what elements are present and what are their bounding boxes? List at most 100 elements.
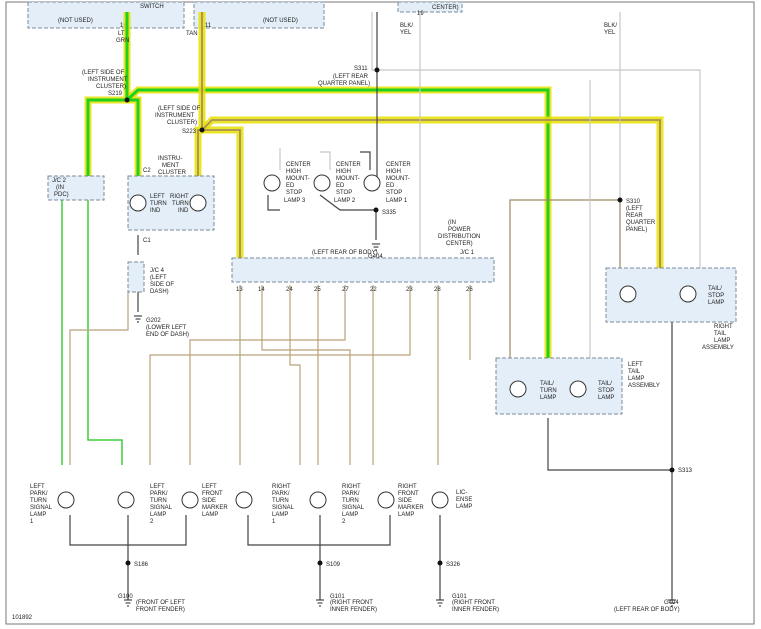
jc4-label3: SIDE OF <box>150 282 174 288</box>
ground-g404-icon <box>668 599 676 607</box>
s313-label: S313 <box>678 468 693 474</box>
lamp_r_park2-line-0: RIGHT <box>342 484 361 490</box>
jc2-box <box>47 175 105 201</box>
chmsl1-line-2: MOUNT- <box>386 176 410 182</box>
g101a-desc1: (RIGHT FRONT <box>330 600 373 606</box>
cluster-label2: MENT <box>162 163 179 169</box>
jc4-label1: J/C 4 <box>150 268 165 274</box>
cluster-label1: INSTRU- <box>158 156 182 162</box>
right-park-turn-1-lamp-icon <box>235 491 253 509</box>
chmsl3-line-3: ED <box>286 183 295 189</box>
g101b-label: G101 <box>452 594 467 600</box>
jc1-pin-23: 23 <box>406 287 413 293</box>
splice-s223 <box>199 127 205 133</box>
not-used-box <box>193 1 325 29</box>
lamp_r_side-line-1: FRONT <box>398 491 419 497</box>
ground-g100-icon <box>124 599 132 607</box>
splice-s335 <box>373 207 379 213</box>
rt-tail-lamp-a-icon <box>619 285 637 303</box>
right-front-side-marker-lamp-icon <box>377 491 395 509</box>
lt-tail-turn-2: TURN <box>540 388 557 394</box>
lt-tail-stop-1: TAIL/ <box>598 381 612 387</box>
switch-label: SWITCH <box>140 4 164 10</box>
jc1-label3: DISTRIBUTION <box>438 234 480 240</box>
s223-desc2: INSTRUMENT <box>155 113 195 119</box>
wire-chmsl2 <box>320 151 331 170</box>
splice-s219 <box>124 97 130 103</box>
lamp_lic-line-2: LAMP <box>456 504 472 510</box>
splice-s186 <box>125 560 131 566</box>
g100-desc2: FRONT FENDER) <box>136 607 185 613</box>
lt-tail-turn-1: TAIL/ <box>540 381 554 387</box>
jc1-pin-14: 14 <box>258 287 265 293</box>
right-turn-label3: IND <box>178 208 189 214</box>
wire-jc1-24 <box>289 285 301 465</box>
jc4-label4: DASH) <box>150 289 169 295</box>
lamp_l_park2-line-1: PARK/ <box>150 491 168 497</box>
wire-yel-19-label: YEL <box>400 30 412 36</box>
jc4-box <box>127 261 145 293</box>
jc1-pin-27: 27 <box>342 287 349 293</box>
rt-tail-asm-4: ASSEMBLY <box>702 345 734 351</box>
jc4-label2: (LEFT <box>150 275 167 281</box>
left-park-turn-1-lamp-icon <box>57 491 75 509</box>
lamp_r_park-line-4: LAMP <box>272 512 288 518</box>
rt-tail-asm-1: RIGHT <box>714 324 733 330</box>
chmsl-lamp3-icon <box>263 174 281 192</box>
s311-desc1: (LEFT REAR <box>333 74 369 80</box>
right-park-turn-2-lamp-icon <box>309 491 327 509</box>
s310-desc3: QUARTER <box>626 220 656 226</box>
jc1-pin-13: 13 <box>236 287 243 293</box>
jc1-label4: CENTER) <box>446 241 473 247</box>
license-lamp-icon <box>431 491 449 509</box>
lt-tail-turn-3: LAMP <box>540 395 556 401</box>
lamp_r_park2-line-4: LAMP <box>342 512 358 518</box>
highlight-green-path <box>84 12 552 368</box>
not-used-2: (NOT USED) <box>263 18 298 24</box>
s219-label: S219 <box>108 91 123 97</box>
left-turn-label2: TURN <box>150 201 167 207</box>
wire-blk-yel-jc4 <box>69 292 129 465</box>
lamp_r_park2-line-3: SIGNAL <box>342 505 365 511</box>
s219-desc3: CLUSTER) <box>96 84 126 90</box>
left-turn-ind-lamp-icon <box>129 194 147 212</box>
lt-tail-stop-2: STOP <box>598 388 614 394</box>
chmsl2-line-2: MOUNT- <box>336 176 360 182</box>
lamp_l_park-line-0: LEFT <box>30 484 45 490</box>
wire-yel-r-label: YEL <box>604 30 616 36</box>
wire-gnd-rear <box>547 418 673 600</box>
pin-11: 11 <box>205 23 212 29</box>
chmsl3-line-0: CENTER <box>286 162 311 168</box>
g101a-desc2: INNER FENDER) <box>330 607 377 613</box>
chmsl2-line-4: STOP <box>336 190 352 196</box>
jc1-label1: (IN <box>448 220 456 226</box>
lt-tail-asm-3: LAMP <box>628 376 644 382</box>
wire-gnd-right <box>247 515 391 546</box>
chmsl-lamp1-icon <box>363 174 381 192</box>
lamp_r_park-line-1: PARK/ <box>272 491 290 497</box>
lamp_l_side-line-2: SIDE <box>202 498 216 504</box>
lt-tail-asm-2: TAIL <box>628 369 641 375</box>
left-front-side-marker-lamp-icon <box>181 491 199 509</box>
chmsl3-line-2: MOUNT- <box>286 176 310 182</box>
lamp_r_park-line-5: 1 <box>272 519 276 525</box>
wire-tan-top-label: TAN <box>186 31 198 37</box>
lamp_lic-line-1: ENSE <box>456 497 472 503</box>
lamp_l_park2-line-0: LEFT <box>150 484 165 490</box>
chmsl2-line-1: HIGH <box>336 169 351 175</box>
wire-chmsl3-gnd <box>267 195 280 211</box>
wire-jc1-27 <box>189 285 346 465</box>
g101a-label: G101 <box>330 594 345 600</box>
jc1-box <box>231 257 495 283</box>
pin-19: 19 <box>417 11 424 17</box>
jc1-rear-label: (LEFT REAR OF BODY) <box>312 250 378 256</box>
rt-tail-asm-3: LAMP <box>714 338 730 344</box>
rt-tail-stop-2: STOP <box>708 293 724 299</box>
s310-desc1: (LEFT <box>626 206 643 212</box>
splice-s326 <box>437 560 443 566</box>
splice-s311 <box>374 67 380 73</box>
jc1-pin-22: 22 <box>370 287 377 293</box>
rt-tail-stop-3: LAMP <box>708 300 724 306</box>
lamp_l_side-line-1: FRONT <box>202 491 223 497</box>
